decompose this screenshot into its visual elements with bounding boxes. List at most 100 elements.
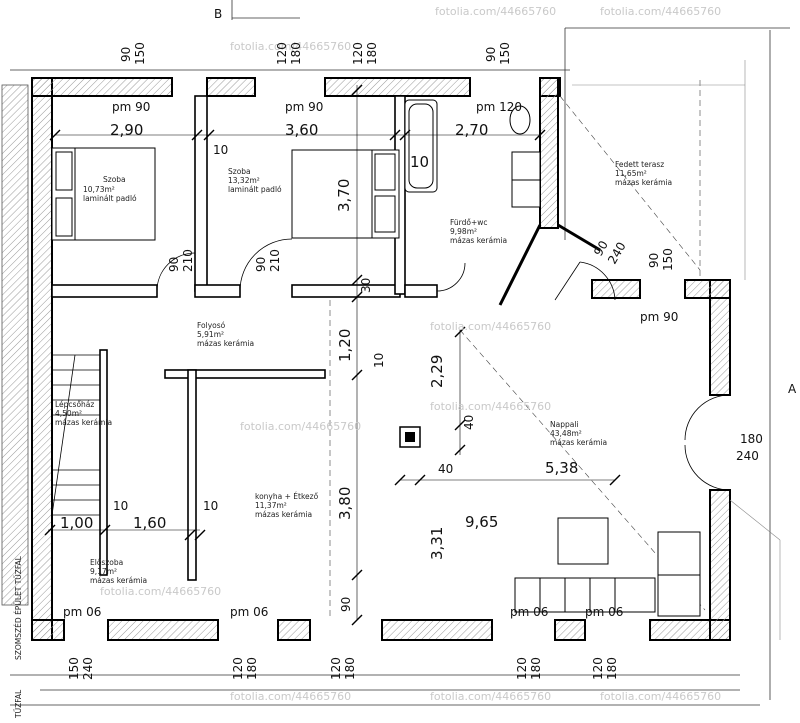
room-floor: mázas kerámia xyxy=(450,236,508,245)
room-name: Fedett terasz xyxy=(615,160,665,169)
kitchen-units xyxy=(514,517,701,617)
neighbour-firewall xyxy=(1,84,29,606)
door-height: 240 xyxy=(736,449,759,463)
sill-height-label: pm 06 xyxy=(230,605,269,619)
room-name: konyha + Étkező xyxy=(255,492,319,501)
dim-40: 40 xyxy=(438,462,454,476)
sill-height-label: pm 06 xyxy=(63,605,102,619)
room-name: Szoba xyxy=(228,167,251,176)
window-height: 240 xyxy=(81,657,95,680)
window-width: 120 xyxy=(329,657,343,680)
dim-hall-depth: 1,20 xyxy=(336,328,354,362)
room-area: 5,91m² xyxy=(197,330,225,339)
window-height: 150 xyxy=(133,42,147,65)
window-width: 120 xyxy=(231,657,245,680)
dimension-lines xyxy=(10,0,790,706)
dim-bath-width: 2,70 xyxy=(455,121,489,139)
window-width: 120 xyxy=(275,42,289,65)
room-name: Nappali xyxy=(550,420,579,429)
bathroom-fixtures xyxy=(404,99,541,208)
room-name: Folyosó xyxy=(197,321,226,330)
sill-height-label: pm 06 xyxy=(585,605,624,619)
watermark: fotolia.com/44665760 xyxy=(230,40,352,53)
sill-height-label: pm 90 xyxy=(640,310,679,324)
watermark: fotolia.com/44665760 xyxy=(430,320,552,333)
sill-height-label: pm 06 xyxy=(510,605,549,619)
room-floor: mázas kerámia xyxy=(255,510,313,519)
dim-90: 90 xyxy=(339,596,353,612)
watermark: fotolia.com/44665760 xyxy=(230,690,352,703)
watermark: fotolia.com/44665760 xyxy=(430,690,552,703)
room-floor: laminált padló xyxy=(83,194,137,203)
room-label-szoba-1: Szoba xyxy=(103,175,126,184)
dim-229: 2,29 xyxy=(428,354,446,388)
room-area: 9,98m² xyxy=(450,227,478,236)
dim-331: 3,31 xyxy=(428,526,446,560)
beds xyxy=(51,147,400,241)
window-width: 90 xyxy=(484,46,498,62)
watermark: fotolia.com/44665760 xyxy=(430,400,552,413)
dim-10: 10 xyxy=(113,499,129,513)
room-area: 11,65m² xyxy=(615,169,647,178)
section-mark-b: B xyxy=(214,7,223,21)
window-height: 180 xyxy=(245,657,259,680)
dim-room2-depth: 3,70 xyxy=(335,178,353,212)
dim-living-width: 5,38 xyxy=(545,459,579,477)
room-name: Szoba xyxy=(103,175,126,184)
window-height: 150 xyxy=(498,42,512,65)
window-width: 90 xyxy=(119,46,133,62)
window-width: 150 xyxy=(67,657,81,680)
window-width: 120 xyxy=(515,657,529,680)
room-area: 4,50m² xyxy=(55,409,83,418)
sill-height-label: pm 120 xyxy=(476,100,523,114)
room-area: 10,73m² xyxy=(83,185,115,194)
room-area: 11,37m² xyxy=(255,501,287,510)
watermark: fotolia.com/44665760 xyxy=(100,585,222,598)
door-width: 180 xyxy=(740,432,763,446)
dim-40: 40 xyxy=(462,414,476,430)
room-floor: mázas kerámia xyxy=(90,576,148,585)
dim-total-width: 9,65 xyxy=(465,513,499,531)
room-name: Fürdő+wc xyxy=(450,218,488,227)
staircase xyxy=(51,354,100,516)
window-width: 90 xyxy=(647,252,661,268)
room-floor: mázas kerámia xyxy=(55,418,113,427)
sill-height-label: pm 90 xyxy=(112,100,151,114)
dim-100: 1,00 xyxy=(60,514,94,532)
door-swings xyxy=(156,238,731,491)
interior-walls xyxy=(51,95,438,581)
window-height: 180 xyxy=(605,657,619,680)
room-floor: mázas kerámia xyxy=(615,178,673,187)
dim-10: 10 xyxy=(203,499,219,513)
room-area: 13,32m² xyxy=(228,176,260,185)
dim-10: 10 xyxy=(213,143,229,157)
room-name: Lépcsőház xyxy=(55,400,95,409)
firewall-label: TŰZFAL xyxy=(14,689,23,718)
dim-kitchen-depth: 3,80 xyxy=(336,486,354,520)
room-floor: mázas kerámia xyxy=(197,339,255,348)
dim-10: 10 xyxy=(372,352,386,368)
dim-room1-width: 2,90 xyxy=(110,121,144,139)
window-width: 120 xyxy=(351,42,365,65)
room-floor: mázas kerámia xyxy=(550,438,608,447)
watermark: fotolia.com/44665760 xyxy=(600,690,722,703)
window-height: 180 xyxy=(365,42,379,65)
window-height: 180 xyxy=(289,42,303,65)
room-area: 9,17m² xyxy=(90,567,118,576)
door-height: 210 xyxy=(181,249,195,272)
neighbour-wall-label: SZOMSZÉD ÉPÜLET TŰZFAL xyxy=(14,556,23,660)
window-width: 120 xyxy=(591,657,605,680)
sill-height-label: pm 90 xyxy=(285,100,324,114)
watermark: fotolia.com/44665760 xyxy=(435,5,557,18)
dim-room2-width: 3,60 xyxy=(285,121,319,139)
room-floor: laminált padló xyxy=(228,185,282,194)
dim-160: 1,60 xyxy=(133,514,167,532)
window-height: 180 xyxy=(529,657,543,680)
chimney xyxy=(399,426,421,448)
door-width: 90 xyxy=(254,256,268,272)
door-height: 210 xyxy=(268,249,282,272)
door-width: 90 xyxy=(167,256,181,272)
dim-10: 10 xyxy=(410,153,430,171)
window-height: 180 xyxy=(343,657,357,680)
